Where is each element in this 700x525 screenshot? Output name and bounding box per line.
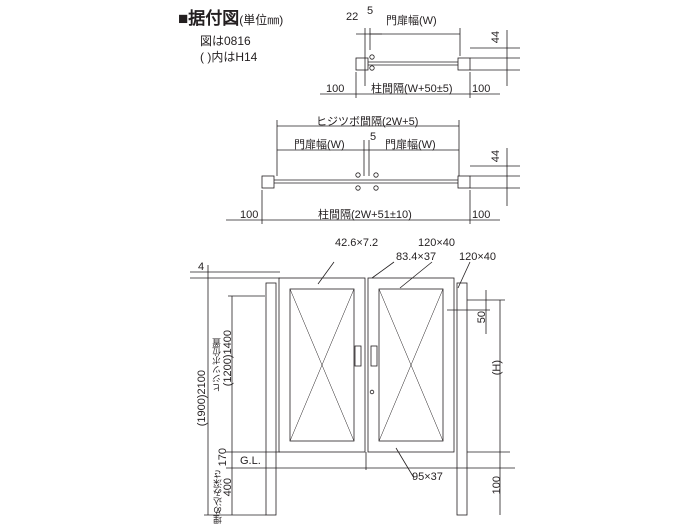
dim-44: 44 xyxy=(490,31,502,44)
total-height: (1900)2100 xyxy=(196,370,208,427)
hinge-height: (1200)1400 xyxy=(222,330,234,387)
title-main: ■据付図 xyxy=(178,9,240,28)
door-width-right: 門扉幅(W) xyxy=(385,139,436,151)
bottom-section-label: 95×37 xyxy=(412,471,443,483)
plan-double xyxy=(226,120,520,224)
dim-100-bottom: 100 xyxy=(491,476,503,495)
dim-100-left: 100 xyxy=(326,83,345,95)
post-spacing-double: 柱間隔(2W+51±10) xyxy=(318,209,412,221)
mid-section-label: 83.4×37 xyxy=(396,251,437,263)
dim-5: 5 xyxy=(367,5,374,17)
gl-label: G.L. xyxy=(240,455,261,467)
post-section-b-label: 120×40 xyxy=(459,251,497,263)
dim-5-double: 5 xyxy=(370,131,377,143)
elevation xyxy=(190,261,515,516)
post-spacing-label: 柱間隔(W+50±5) xyxy=(371,83,453,95)
frame-section-label: 42.6×7.2 xyxy=(335,237,379,249)
dim-100-left-double: 100 xyxy=(240,209,259,221)
drawing-title: ■据付図(単位㎜) xyxy=(178,10,283,27)
dim-170: 170 xyxy=(217,448,229,467)
dim-22: 22 xyxy=(346,11,359,23)
dim-44-double: 44 xyxy=(490,150,502,163)
dim-100-right: 100 xyxy=(472,83,491,95)
dim-400: 400 xyxy=(222,478,234,497)
hinge-position-label: ヒジツボ位置 xyxy=(212,338,222,392)
note-model: 図は0816 xyxy=(200,34,251,48)
height-h: (H) xyxy=(491,360,503,376)
title-unit: (単位㎜) xyxy=(239,13,284,27)
dim-50: 50 xyxy=(476,311,488,324)
post-section-a-label: 120×40 xyxy=(418,237,456,249)
dim-4: 4 xyxy=(198,261,205,273)
hinge-spacing-label: ヒジツボ間隔(2W+5) xyxy=(316,116,419,128)
plan-single xyxy=(320,28,520,98)
door-width-label: 門扉幅(W) xyxy=(386,15,437,27)
note-h14: ( )内はH14 xyxy=(200,50,258,64)
dim-100-right-double: 100 xyxy=(472,209,491,221)
door-width-left: 門扉幅(W) xyxy=(294,139,345,151)
